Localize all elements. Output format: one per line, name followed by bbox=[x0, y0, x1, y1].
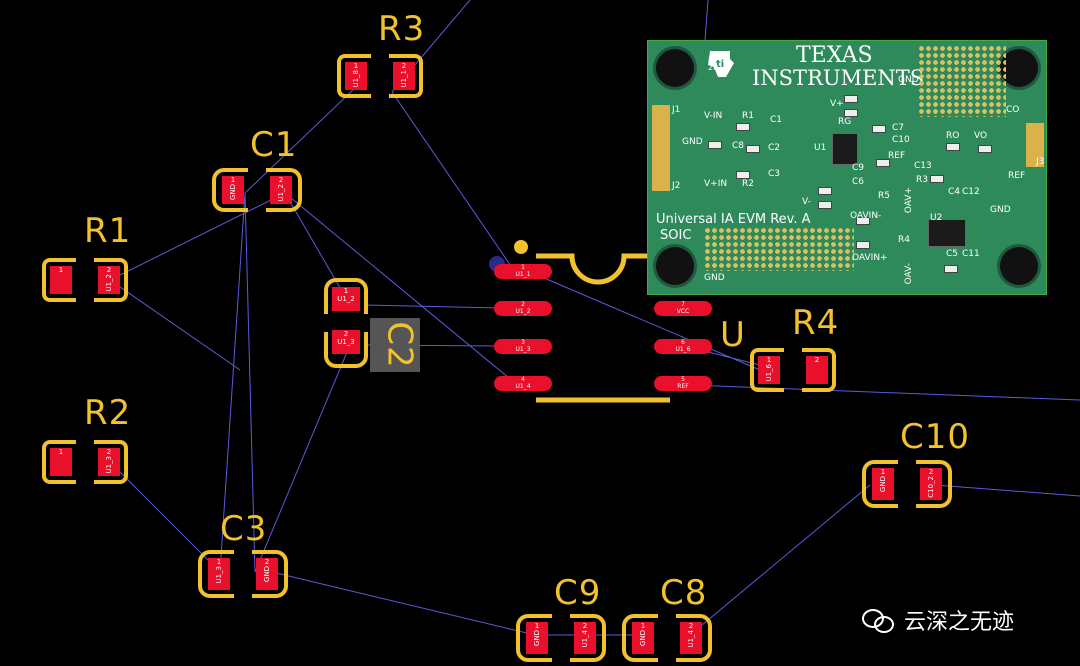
prototype-grid bbox=[704, 227, 854, 271]
connector-j1-j2 bbox=[652, 105, 670, 191]
ref-label-c1: C1 bbox=[250, 125, 298, 165]
ref-label-r1: R1 bbox=[84, 211, 132, 251]
board-package: SOIC bbox=[660, 228, 692, 243]
svg-text:ti: ti bbox=[716, 59, 724, 70]
mounting-hole bbox=[656, 49, 694, 87]
board-title: Universal IA EVM Rev. A bbox=[656, 212, 811, 227]
ti-logo-icon: ti bbox=[708, 51, 734, 77]
brand-instruments: INSTRUMENTS bbox=[752, 66, 925, 90]
ref-label-r3: R3 bbox=[378, 9, 426, 49]
ref-label-c10: C10 bbox=[900, 417, 971, 457]
pad-r1-1[interactable]: 1 bbox=[50, 266, 72, 294]
evm-board-image: ti 2012 TEXAS INSTRUMENTS J1 J2 J3 V-IN … bbox=[647, 40, 1047, 295]
ic-u1 bbox=[832, 133, 858, 165]
ic-u2 bbox=[928, 219, 966, 247]
wechat-icon bbox=[862, 607, 896, 633]
ref-label-c3: C3 bbox=[220, 509, 268, 549]
pad-r4-2[interactable]: 2 bbox=[806, 356, 828, 384]
brand-texas: TEXAS bbox=[796, 43, 873, 68]
connector-j3 bbox=[1026, 123, 1044, 167]
ref-label-c8: C8 bbox=[660, 573, 708, 613]
pad-r2-1[interactable]: 1 bbox=[50, 448, 72, 476]
mounting-hole bbox=[656, 247, 694, 285]
ref-label-c2: C2 bbox=[370, 318, 420, 372]
ref-label-u-partial: U bbox=[720, 315, 746, 355]
ref-label-r2: R2 bbox=[84, 393, 132, 433]
watermark: 云深之无迹 bbox=[862, 604, 1014, 636]
prototype-grid bbox=[918, 45, 1006, 117]
mounting-hole bbox=[1000, 247, 1038, 285]
ref-label-c9: C9 bbox=[554, 573, 602, 613]
mounting-hole bbox=[1000, 49, 1038, 87]
ref-label-r4: R4 bbox=[792, 303, 840, 343]
